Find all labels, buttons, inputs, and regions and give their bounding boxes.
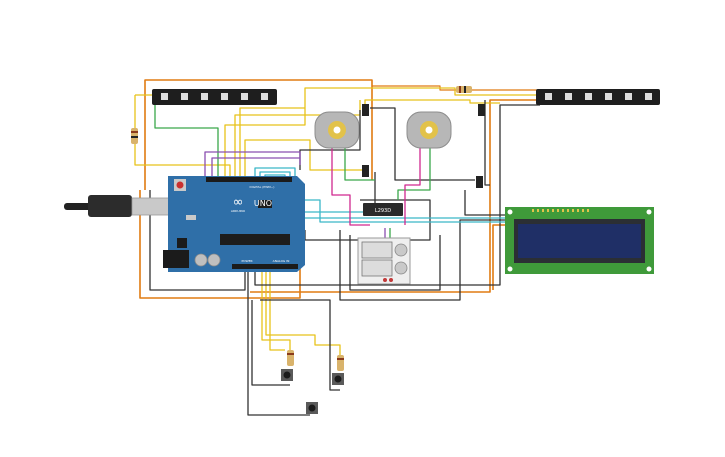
- resistor-top[interactable]: [456, 86, 472, 93]
- wire-yellow-3[interactable]: [304, 87, 540, 96]
- wire-cyan-1[interactable]: [254, 167, 365, 213]
- wire-yellow-buttons-3[interactable]: [269, 272, 285, 351]
- wire-orange-top-loop[interactable]: [144, 79, 373, 190]
- resistor-button-1[interactable]: [287, 350, 294, 366]
- wire-black-7[interactable]: [260, 299, 340, 391]
- wire-black-4[interactable]: [370, 107, 475, 181]
- wire-black-12[interactable]: [484, 100, 490, 186]
- usb-cable[interactable]: [64, 195, 171, 217]
- seven-segment-module[interactable]: [357, 237, 411, 285]
- wire-black-8[interactable]: [339, 219, 510, 301]
- driver-chip-label: L293D: [375, 208, 391, 214]
- lcd-display[interactable]: [505, 207, 654, 274]
- led-strip-left[interactable]: [152, 89, 277, 105]
- wire-green-3[interactable]: [397, 145, 431, 200]
- push-button-2[interactable]: [332, 373, 344, 385]
- driver-chip[interactable]: L293D: [363, 203, 403, 216]
- wire-yellow-5[interactable]: [234, 100, 361, 180]
- arduino-brand-label: ARDUINO: [231, 209, 246, 213]
- arduino-uno-board[interactable]: ∞ UNO ARDUINO DIGITAL (PWM~) POWER ANALO…: [64, 176, 305, 272]
- arduino-power-label: POWER: [241, 259, 252, 263]
- wire-magenta-1[interactable]: [331, 145, 370, 226]
- wire-black-11[interactable]: [464, 190, 505, 216]
- wire-magenta-2[interactable]: [404, 145, 421, 225]
- wire-yellow-buttons-2[interactable]: [265, 272, 341, 355]
- dc-motor-left[interactable]: [314, 111, 360, 149]
- led-strip-right[interactable]: [536, 89, 660, 105]
- wire-yellow-6[interactable]: [239, 107, 305, 180]
- wire-yellow-2[interactable]: [134, 95, 231, 180]
- wire-black-1[interactable]: [149, 190, 246, 291]
- wire-black-5[interactable]: [247, 272, 310, 416]
- wire-green-1[interactable]: [154, 105, 219, 180]
- resistor-left[interactable]: [131, 128, 138, 144]
- push-button-1[interactable]: [281, 369, 293, 381]
- dc-motor-right[interactable]: [406, 111, 452, 149]
- arduino-logo-icon: ∞: [233, 195, 244, 210]
- transistor-middle[interactable]: [362, 165, 369, 177]
- wire-yellow-8[interactable]: [364, 99, 500, 110]
- wire-purple-2[interactable]: [211, 157, 300, 180]
- wire-orange-bottom[interactable]: [250, 99, 540, 293]
- wire-black-2[interactable]: [254, 104, 540, 286]
- arduino-digital-label: DIGITAL (PWM~): [250, 185, 275, 189]
- resistor-button-2[interactable]: [337, 355, 344, 371]
- transistor-right-top[interactable]: [478, 104, 485, 116]
- transistor-top[interactable]: [362, 104, 369, 116]
- wire-black-10[interactable]: [349, 235, 441, 291]
- arduino-model-label: UNO: [254, 199, 272, 208]
- wire-yellow-buttons-1[interactable]: [261, 272, 291, 350]
- wire-cyan-2[interactable]: [259, 171, 505, 219]
- wire-green-2[interactable]: [344, 145, 375, 181]
- wire-black-6[interactable]: [251, 300, 290, 386]
- wire-orange-right[interactable]: [492, 224, 510, 290]
- wires: [134, 79, 540, 416]
- wire-yellow-7[interactable]: [244, 139, 365, 180]
- push-button-3[interactable]: [306, 402, 318, 414]
- arduino-analog-label: ANALOG IN: [273, 259, 290, 263]
- wire-purple-1[interactable]: [204, 151, 301, 180]
- transistor-right-bottom[interactable]: [476, 176, 483, 188]
